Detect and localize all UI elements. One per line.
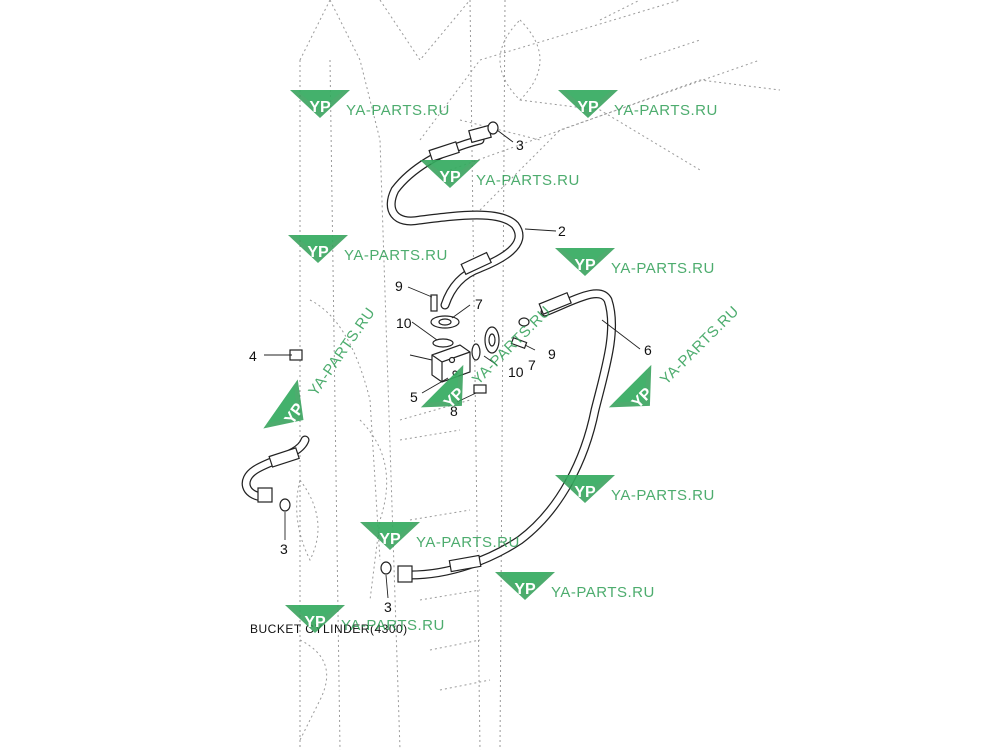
valve-block (431, 344, 471, 383)
watermark-stamp: YP YA-PARTS.RU (558, 90, 718, 119)
watermark-stamp: YP YA-PARTS.RU (495, 572, 655, 601)
callout-labels: 2 3 3 3 4 5 6 7 7 8 9 9 10 10 (249, 137, 652, 615)
watermark-text: YA-PARTS.RU (611, 487, 715, 504)
watermark-stamp: YP YA-PARTS.RU (290, 90, 450, 119)
watermark-logo-letters: YP (439, 169, 461, 186)
watermark-logo-letters: YP (307, 244, 329, 261)
bolt-8 (473, 384, 487, 394)
watermark-stamp: YP YA-PARTS.RU (420, 160, 580, 189)
watermark-logo-letters: YP (309, 99, 331, 116)
callout-2: 2 (558, 223, 566, 239)
watermark-text: YA-PARTS.RU (344, 247, 448, 264)
o-rings-3 (279, 121, 499, 575)
callout-10-right: 10 (508, 364, 524, 380)
callout-10-left: 10 (396, 315, 412, 331)
watermark-text: YA-PARTS.RU (657, 303, 742, 388)
callout-7-lower: 7 (528, 357, 536, 373)
callout-7-upper: 7 (475, 296, 483, 312)
watermark-logo-letters: YP (304, 614, 326, 631)
watermark-logo-letters: YP (577, 99, 599, 116)
watermark-text: YA-PARTS.RU (614, 102, 718, 119)
watermark-stamp: YP YA-PARTS.RU (288, 235, 448, 264)
watermark-logo-letters: YP (574, 484, 596, 501)
watermark-text: YA-PARTS.RU (611, 260, 715, 277)
watermark-stamp: YP YA-PARTS.RU (555, 248, 715, 277)
watermark-logo-letters: YP (574, 257, 596, 274)
watermark-text: YA-PARTS.RU (551, 584, 655, 601)
callout-5: 5 (410, 389, 418, 405)
watermark-logo-letters: YP (379, 531, 401, 548)
watermark-stamp: YP YA-PARTS.RU (555, 475, 715, 504)
callout-4: 4 (249, 348, 257, 364)
watermark-stamp: YP YA-PARTS.RU (285, 605, 445, 634)
watermark-text: YA-PARTS.RU (476, 172, 580, 189)
hose-6 (397, 289, 617, 583)
callout-3-bottom: 3 (384, 599, 392, 615)
watermark-stamp: YP YA-PARTS.RU (360, 522, 520, 551)
watermark-text: YA-PARTS.RU (346, 102, 450, 119)
hose-2 (386, 124, 524, 310)
hose-lower-left (241, 435, 310, 503)
watermark-text: YA-PARTS.RU (416, 534, 520, 551)
callout-9-left: 9 (395, 278, 403, 294)
leader-lines (264, 129, 641, 599)
diagram-caption: BUCKET CYLINDER(4300) (250, 622, 408, 636)
callout-8: 8 (450, 403, 458, 419)
flange-clamp-left (430, 294, 460, 348)
callout-6: 6 (644, 342, 652, 358)
watermark-text: YA-PARTS.RU (341, 617, 445, 634)
watermark-logo-letters: YP (514, 581, 536, 598)
watermark-text: YA-PARTS.RU (305, 304, 378, 399)
callout-3-top: 3 (516, 137, 524, 153)
callout-3-left: 3 (280, 541, 288, 557)
callout-9-right: 9 (548, 346, 556, 362)
